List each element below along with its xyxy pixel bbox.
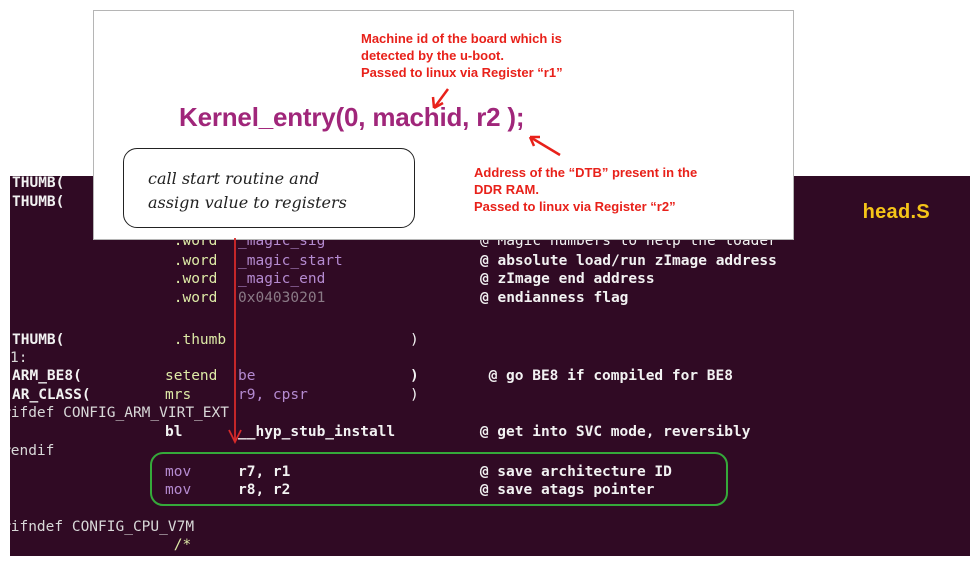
code-line: mov r7, r1 @ save architecture ID bbox=[165, 464, 672, 480]
kernel-entry-call: Kernel_entry(0, machid, r2 ); bbox=[179, 102, 525, 132]
code-line: ARM_BE8( setend be ) @ go BE8 if compile… bbox=[12, 368, 734, 384]
callout-box: call start routine and assign value to r… bbox=[123, 148, 415, 228]
code-line: #endif bbox=[10, 443, 55, 459]
code-line: .word _magic_start @ absolute load/run z… bbox=[165, 253, 777, 269]
code-line: #ifdef CONFIG_ARM_VIRT_EXT bbox=[10, 405, 229, 421]
callout-line: assign value to registers bbox=[148, 193, 347, 212]
file-label: head.S bbox=[862, 201, 930, 223]
code-line: .word _magic_sig @ Magic numbers to help… bbox=[165, 233, 777, 249]
dtb-note-line: DDR RAM. bbox=[474, 182, 539, 197]
code-line: /* bbox=[165, 537, 192, 553]
code-line: 1: bbox=[10, 350, 28, 366]
code-line: mov r8, r2 @ save atags pointer bbox=[165, 482, 655, 498]
code-line: .word _magic_end @ zImage end address bbox=[165, 271, 655, 287]
callout-text: call start routine and assign value to r… bbox=[148, 167, 347, 215]
code-line: THUMB( bbox=[12, 194, 65, 210]
dtb-note-line: Address of the “DTB” present in the bbox=[474, 165, 698, 180]
machid-note-line: Machine id of the board which is bbox=[361, 31, 562, 46]
machid-note-line: detected by the u-boot. bbox=[361, 48, 504, 63]
code-line: .word 0x04030201 @ endianness flag bbox=[165, 290, 629, 306]
dtb-note: Address of the “DTB” present in the DDR … bbox=[474, 164, 774, 215]
machid-note: Machine id of the board which is detecte… bbox=[361, 30, 691, 81]
dtb-note-line: Passed to linux via Register “r2” bbox=[474, 199, 676, 214]
code-line: #ifndef CONFIG_CPU_V7M bbox=[10, 519, 195, 535]
code-line: bl __hyp_stub_install @ get into SVC mod… bbox=[165, 424, 751, 440]
machid-note-line: Passed to linux via Register “r1” bbox=[361, 65, 563, 80]
code-line: AR_CLASS( mrs r9, cpsr ) bbox=[12, 387, 419, 403]
callout-line: call start routine and bbox=[148, 169, 320, 188]
code-line: THUMB( .thumb ) bbox=[12, 332, 419, 348]
code-line: THUMB( bbox=[12, 176, 65, 191]
